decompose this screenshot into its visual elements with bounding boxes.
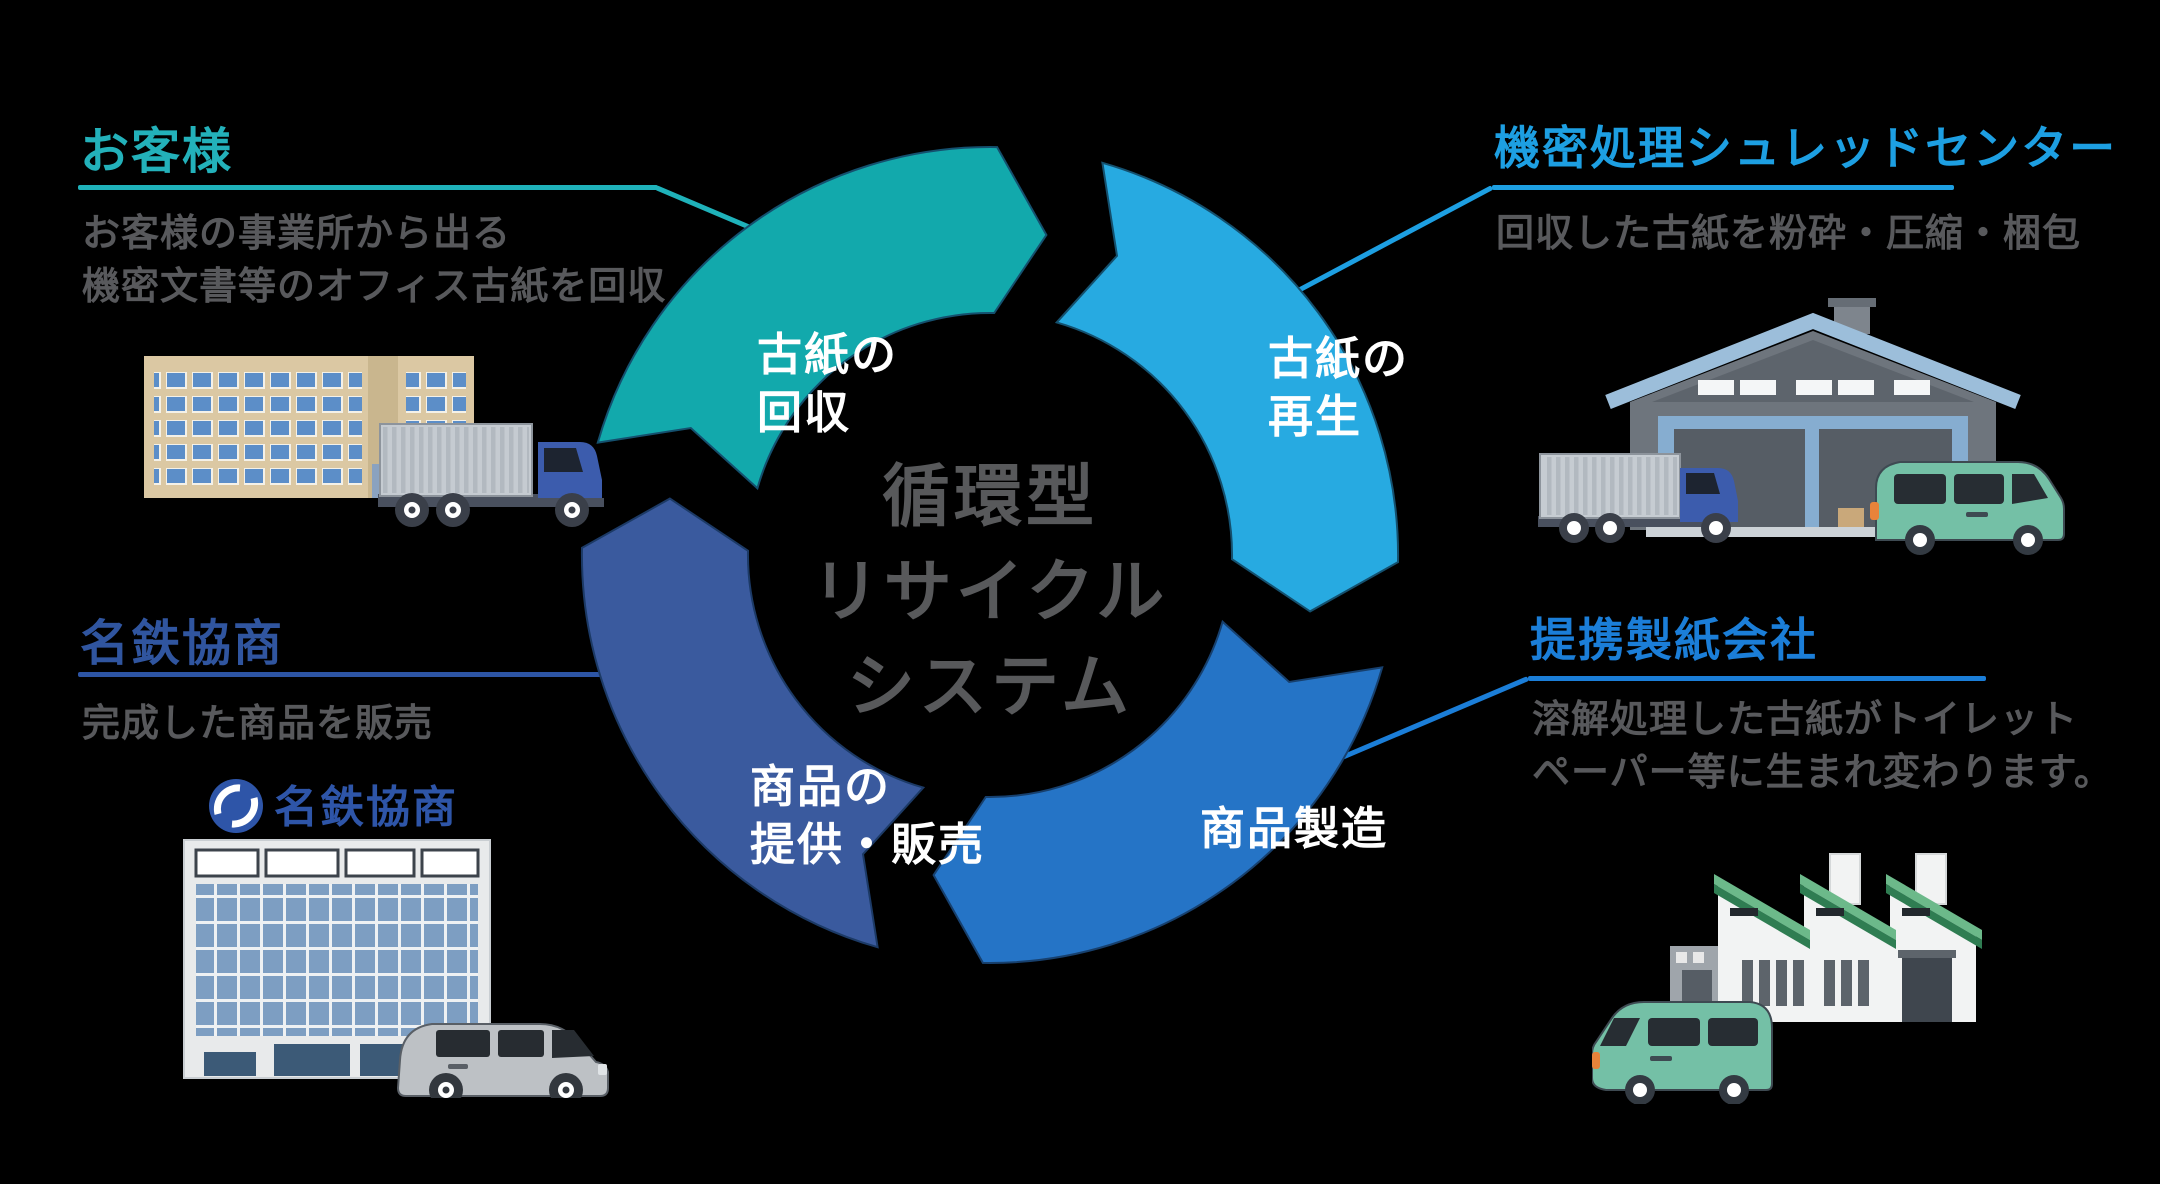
meitetsu-logo: 名鉄協商 — [209, 779, 458, 833]
paper-company-title: 提携製紙会社 — [1530, 614, 1818, 666]
customer-description: お客様の事業所から出る 機密文書等のオフィス古紙を回収 — [82, 213, 667, 308]
meitetsu-description: 完成した商品を販売 — [82, 703, 434, 745]
arc-label-manufacturing: 商品製造 — [1200, 803, 1389, 854]
customer-office-building-truck-illustration — [144, 356, 604, 527]
bottom-right-connector-line — [1317, 676, 1529, 770]
bottom-left-connector-line — [639, 672, 788, 748]
paper-factory-icon — [1670, 853, 1982, 1022]
arc-label-collection: 古紙の 回収 — [757, 329, 899, 438]
arc-label-sales: 商品の 提供・販売 — [750, 761, 986, 870]
paper-company-description: 溶解処理した古紙がトイレット ペーパー等に生まれ変わります。 — [1532, 699, 2113, 794]
meitetsu-logo-text: 名鉄協商 — [274, 783, 458, 832]
top-left-underline — [78, 185, 658, 190]
gray-car-icon — [396, 1023, 609, 1098]
meitetsu-building-car-illustration: 名鉄協商 — [183, 779, 609, 1098]
bottom-right-underline — [1528, 676, 1986, 681]
top-right-connector-line — [1280, 185, 1494, 302]
paper-factory-van-illustration — [1592, 853, 1982, 1104]
green-van-left-icon — [1592, 1001, 1773, 1104]
customer-title: お客様 — [80, 125, 234, 179]
shred-truck-icon — [1538, 453, 1738, 543]
diagram-center-title: 循環型 リサイクル システム — [811, 459, 1169, 725]
top-right-underline — [1492, 185, 1954, 190]
shred-center-warehouse-illustration — [1538, 298, 2065, 555]
arc-label-regeneration: 古紙の 再生 — [1268, 333, 1410, 442]
meitetsu-title: 名鉄協商 — [80, 617, 285, 671]
shred-center-title: 機密処理シュレッドセンター — [1494, 122, 2118, 174]
green-van-icon — [1870, 461, 2065, 555]
shred-center-description: 回収した古紙を粉砕・圧縮・梱包 — [1496, 213, 2082, 255]
bottom-left-underline — [78, 672, 643, 677]
top-left-connector-line — [655, 185, 797, 250]
collection-truck-icon — [378, 423, 604, 527]
